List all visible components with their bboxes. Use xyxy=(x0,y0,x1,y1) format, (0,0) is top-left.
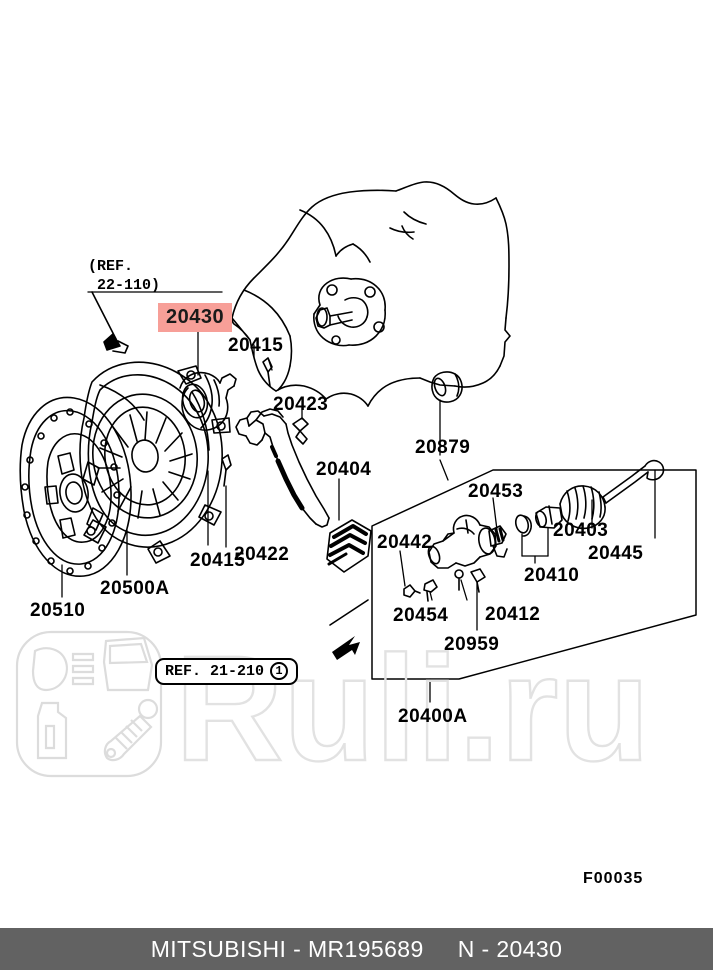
direction-arrow xyxy=(332,636,360,660)
part-number-callout-20453[interactable]: 20453 xyxy=(468,481,524,502)
pivot-bolt-20423 xyxy=(292,417,309,445)
reference-note-line2: 22-110) xyxy=(88,276,161,294)
part-number-callout-20415[interactable]: 20415 xyxy=(228,335,284,356)
part-number-callout-20400A[interactable]: 20400A xyxy=(398,706,468,727)
part-number-callout-20879[interactable]: 20879 xyxy=(415,437,471,458)
footer-part-number: N - 20430 xyxy=(457,935,563,962)
release-fork-20422 xyxy=(235,408,330,528)
direction-arrow-line xyxy=(329,599,369,626)
clutch-fork-boot-20404 xyxy=(326,519,372,573)
reference-box-circle-number: 1 xyxy=(270,662,289,680)
part-number-callout-20423[interactable]: 20423 xyxy=(273,394,329,415)
transmission-housing-outline xyxy=(231,181,511,407)
bushing-20879 xyxy=(431,371,463,403)
reference-box-21-210[interactable]: REF. 21-210 1 xyxy=(155,658,299,685)
slave-cylinder-body-20959 xyxy=(427,514,497,593)
part-number-callout-20415[interactable]: 20415 xyxy=(190,550,246,571)
part-number-callout-20454[interactable]: 20454 xyxy=(393,605,449,626)
clutch-cover-20500A xyxy=(79,361,231,564)
part-number-callout-20422[interactable]: 20422 xyxy=(234,544,290,565)
slave-cylinder-group-frame xyxy=(371,469,697,680)
part-number-callout-20959[interactable]: 20959 xyxy=(444,634,500,655)
part-number-callout-20500A[interactable]: 20500A xyxy=(100,578,170,599)
figure-code: F00035 xyxy=(583,870,644,887)
bleed-screw-20453 xyxy=(488,525,508,558)
part-number-callout-20403[interactable]: 20403 xyxy=(553,520,609,541)
piston-20410b xyxy=(534,505,563,529)
release-bearing-20430 xyxy=(179,371,237,431)
exploded-view-illustration xyxy=(19,181,697,703)
retaining-clip-20415-a xyxy=(262,357,273,387)
ref-22-110-pointer xyxy=(91,291,129,354)
retaining-clip-20415-b xyxy=(221,454,232,487)
part-number-callout-20410[interactable]: 20410 xyxy=(524,565,580,586)
part-number-callout-20445[interactable]: 20445 xyxy=(588,543,644,564)
reference-note-22-110: (REF. 22-110) xyxy=(88,258,160,296)
clutch-disc-20510 xyxy=(19,396,132,577)
push-rod-20445 xyxy=(602,459,665,504)
part-number-callout-20430[interactable]: 20430 xyxy=(158,303,233,332)
bolt-20412 xyxy=(454,569,464,591)
part-number-callout-20510[interactable]: 20510 xyxy=(30,600,86,621)
leader-lines xyxy=(61,291,656,703)
part-number-callout-20412[interactable]: 20412 xyxy=(485,604,541,625)
part-number-callout-20442[interactable]: 20442 xyxy=(377,532,433,553)
part-number-callout-20404[interactable]: 20404 xyxy=(316,459,372,480)
footer-spacer xyxy=(0,895,713,928)
reference-box-label: REF. 21-210 xyxy=(165,662,265,680)
reference-note-line1: (REF. xyxy=(88,258,134,275)
piston-seal-20410 xyxy=(514,514,532,537)
footer-bar: MITSUBISHI - MR195689 N - 20430 xyxy=(0,928,713,970)
bolt-20442 xyxy=(403,584,421,598)
housing-side-cover xyxy=(313,277,386,347)
nut-20454 xyxy=(423,579,438,602)
footer-brand-part: MITSUBISHI - MR195689 xyxy=(150,935,424,962)
